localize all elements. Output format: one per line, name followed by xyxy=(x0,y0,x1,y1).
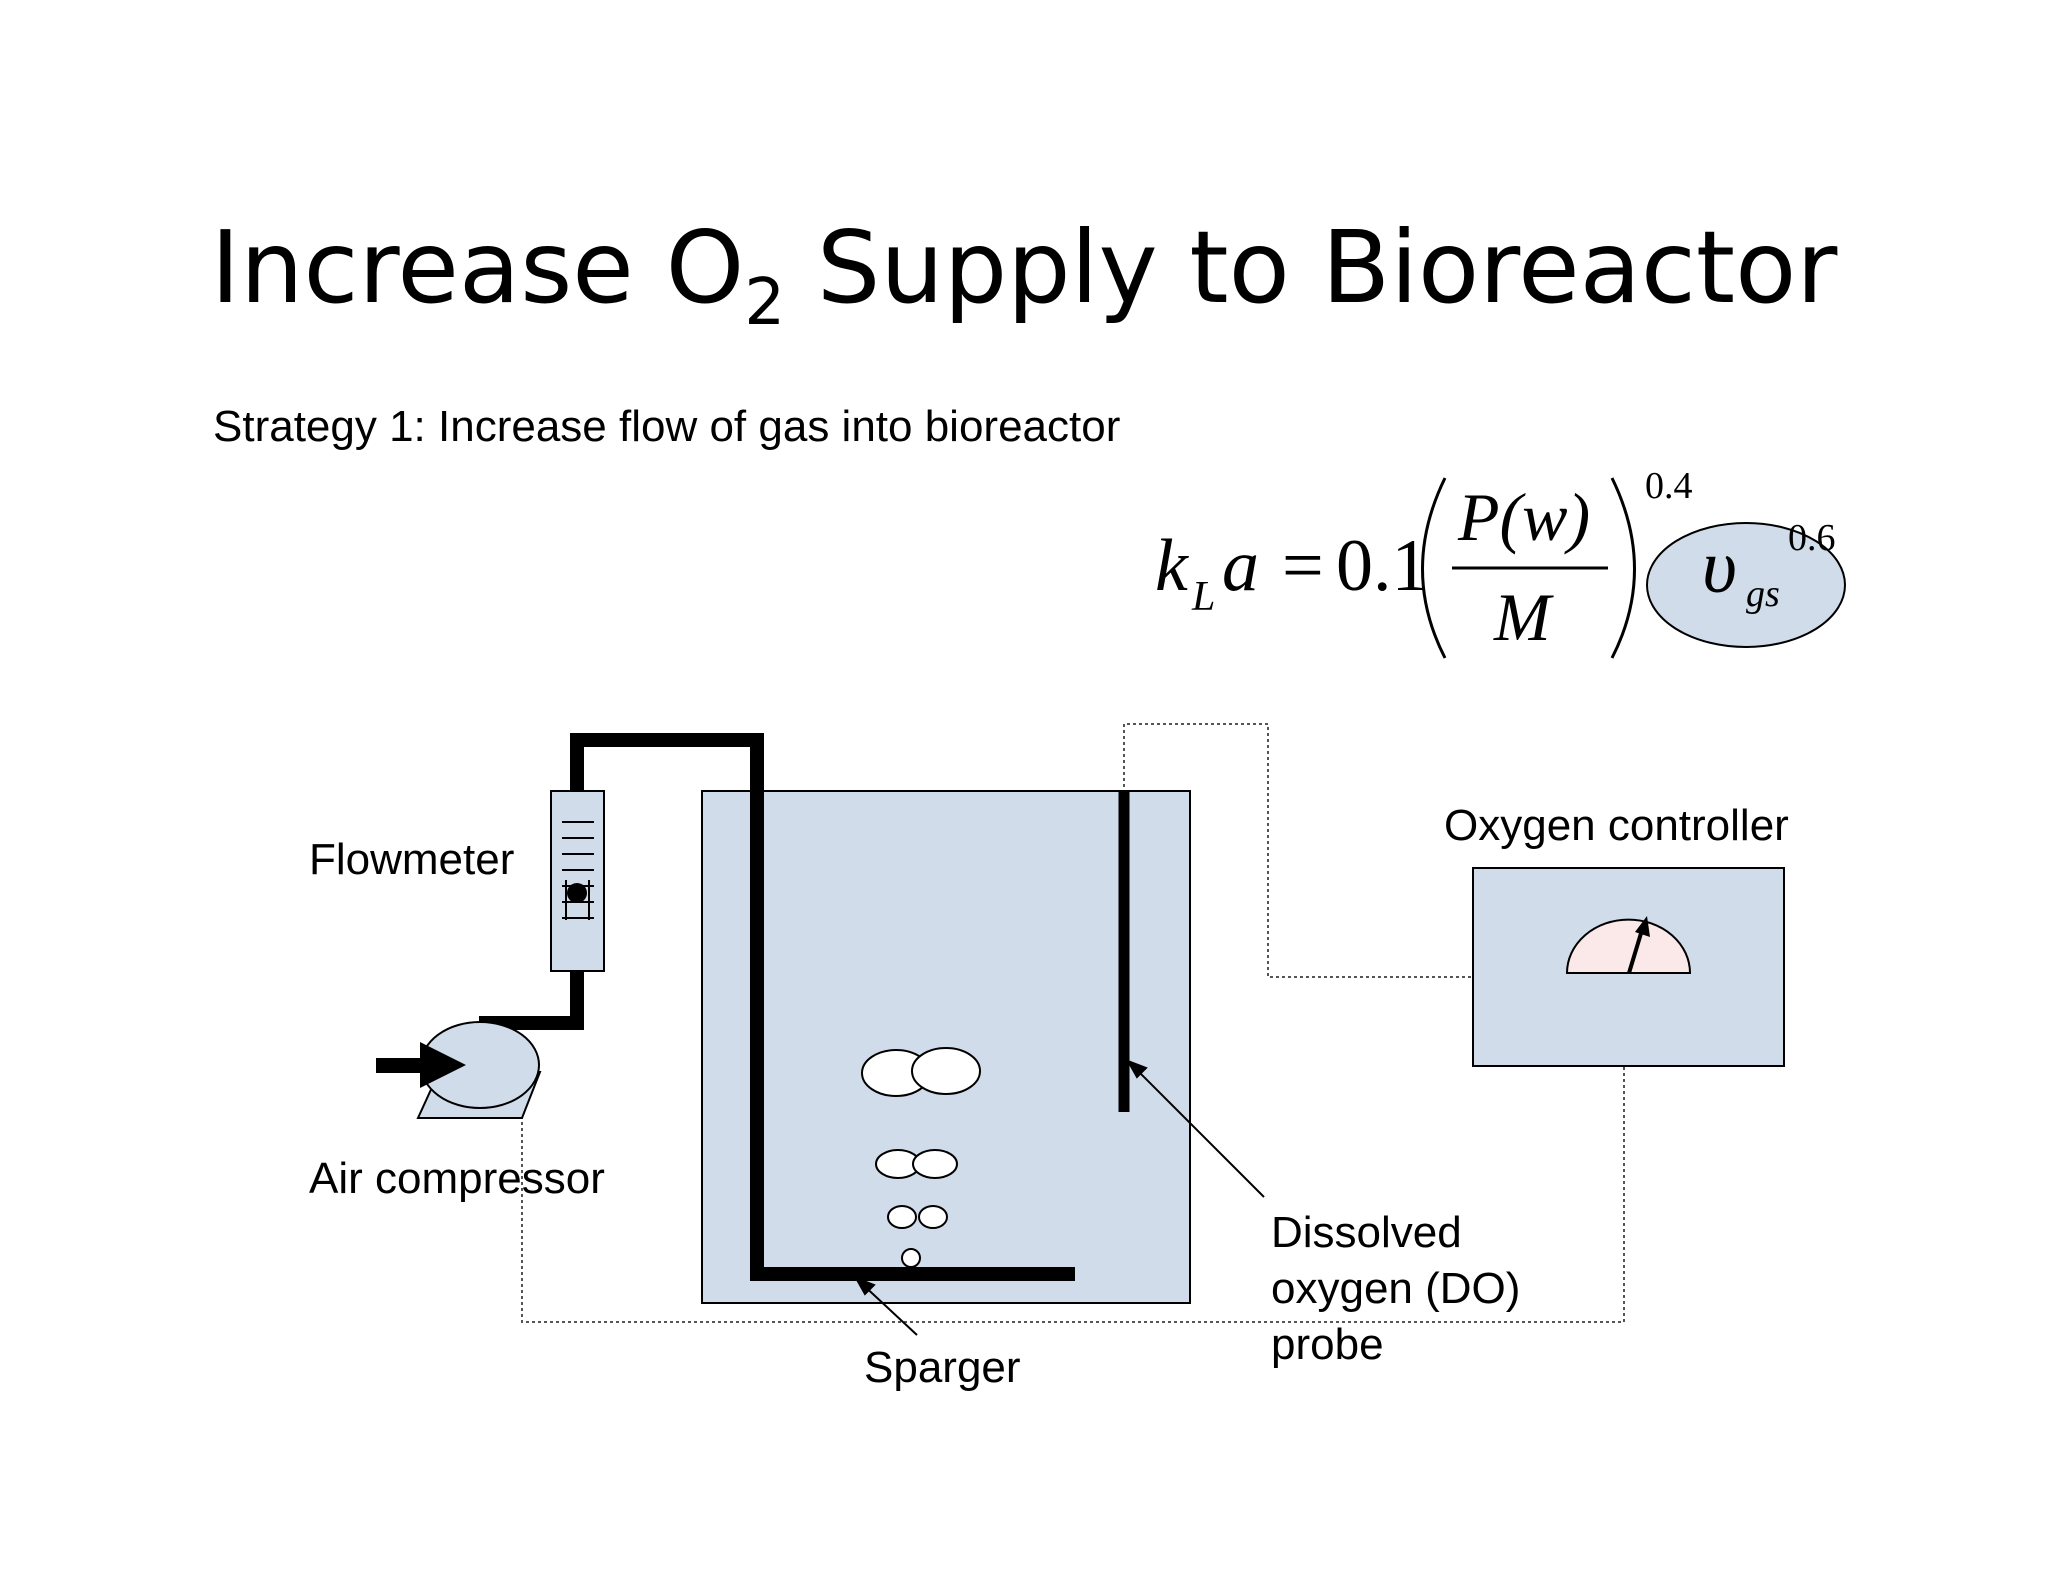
bubble xyxy=(887,1205,917,1229)
flowmeter-float xyxy=(567,883,587,903)
do-probe-label-line3: probe xyxy=(1271,1320,1384,1369)
title-suffix: Supply to Bioreactor xyxy=(785,209,1838,326)
air-inlet-arrow-head xyxy=(420,1042,466,1088)
eq-k-subscript: L xyxy=(1191,574,1215,620)
sparger-label: Sparger xyxy=(864,1343,1021,1392)
bubble xyxy=(901,1248,921,1268)
flowmeter-scale xyxy=(562,821,594,920)
eq-a: a xyxy=(1222,525,1259,607)
pointer-arrows xyxy=(853,1059,1265,1336)
velocity-highlight-ellipse xyxy=(1646,522,1846,648)
eq-left-paren xyxy=(1421,477,1447,659)
title-prefix: Increase O xyxy=(210,209,745,326)
signal-lines xyxy=(521,723,1625,1323)
flowmeter xyxy=(550,790,605,972)
controller-gauge xyxy=(1565,918,1692,974)
flowmeter-label: Flowmeter xyxy=(309,835,515,884)
eq-exponent-1: 0.4 xyxy=(1645,465,1693,507)
bubble xyxy=(911,1047,981,1095)
oxygen-controller-label: Oxygen controller xyxy=(1444,801,1789,850)
strategy-subtitle: Strategy 1: Increase flow of gas into bi… xyxy=(213,402,1121,451)
gas-bubbles xyxy=(861,1047,981,1268)
flowmeter-body xyxy=(550,790,605,972)
probe-signal-line xyxy=(1123,723,1473,978)
probe-pointer-arrowhead xyxy=(1125,1059,1148,1079)
sparger-pointer-arrowhead xyxy=(853,1276,876,1296)
pipe-compressor-to-flowmeter xyxy=(479,970,584,1030)
do-probe-label-line2: oxygen (DO) xyxy=(1271,1264,1521,1313)
eq-numerator: P(w) xyxy=(1457,479,1590,555)
air-compressor-label: Air compressor xyxy=(309,1154,605,1203)
controller-signal-line xyxy=(521,1037,1625,1323)
eq-denominator: M xyxy=(1493,579,1554,655)
do-probe-label-line1: Dissolved xyxy=(1271,1208,1462,1257)
gauge-needle xyxy=(1627,929,1644,974)
pipe-flowmeter-to-sparger xyxy=(570,733,1075,1281)
air-pipe xyxy=(479,733,1075,1281)
eq-coefficient: 0.1 xyxy=(1336,525,1429,607)
air-compressor xyxy=(376,1021,542,1119)
eq-exponent-2: 0.6 xyxy=(1788,517,1836,559)
probe-pointer-arrow xyxy=(1131,1064,1265,1198)
eq-velocity-symbol: υ xyxy=(1702,525,1737,609)
kla-equation: k L a = 0.1 P(w) M 0.4 υ gs 0.6 xyxy=(1155,465,1846,659)
bubble xyxy=(912,1149,958,1179)
eq-k: k xyxy=(1155,525,1189,607)
slide-title: Increase O2 Supply to Bioreactor xyxy=(0,208,2048,335)
eq-velocity-subscript: gs xyxy=(1746,573,1780,615)
gauge-needle-tip xyxy=(1635,916,1650,937)
eq-right-paren xyxy=(1610,477,1636,659)
oxygen-controller xyxy=(1472,867,1785,1067)
eq-equals: = xyxy=(1282,525,1324,607)
air-inlet-arrow-shaft xyxy=(376,1058,422,1073)
title-subscript: 2 xyxy=(744,266,786,340)
bubble xyxy=(918,1205,948,1229)
